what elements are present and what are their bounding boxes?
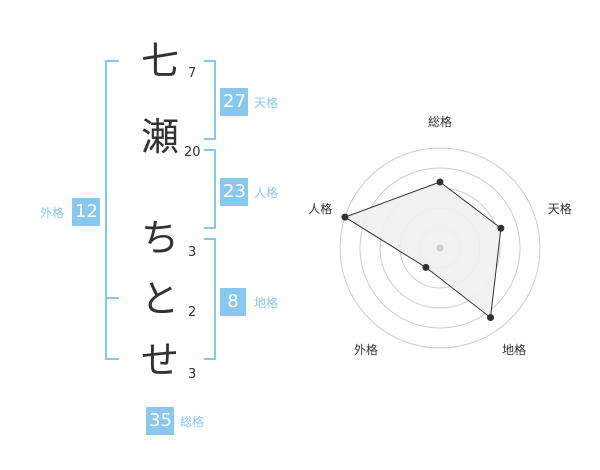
tenkaku-bracket <box>204 60 216 140</box>
gaikaku-bracket <box>105 60 119 360</box>
radar-point-2 <box>497 224 505 232</box>
stroke-count-3: 3 <box>188 245 197 260</box>
name-char-5: せ <box>140 338 179 382</box>
soukaku-label: 総格 <box>180 415 205 429</box>
radar-ring <box>339 147 541 349</box>
tenkaku-value: 27 <box>220 88 248 116</box>
name-char-2: 瀬 <box>140 115 179 159</box>
radar-center <box>436 244 444 252</box>
stroke-count-5: 3 <box>188 367 197 382</box>
radar-area <box>343 181 502 319</box>
tenkaku-label: 天格 <box>254 96 279 110</box>
radar-point-4 <box>422 263 430 271</box>
radar-axis-label-2: 天格 <box>548 201 572 216</box>
name-char-1: 七 <box>140 39 179 83</box>
radar-axis-label-4: 外格 <box>354 342 378 357</box>
name-char-4: と <box>140 277 179 321</box>
chikaku-value: 8 <box>220 288 246 316</box>
radar-point-1 <box>436 178 444 186</box>
name-char-3: ち <box>140 216 179 260</box>
gaikaku-bracket-mid <box>105 297 119 299</box>
chikaku-label: 地格 <box>254 296 279 310</box>
radar-ring <box>359 167 521 329</box>
gaikaku-label: 外格 <box>40 206 65 220</box>
radar-axis-label-1: 総格 <box>428 114 452 129</box>
radar-point-5 <box>341 213 349 221</box>
stroke-count-2: 20 <box>184 145 201 160</box>
gaikaku-value: 12 <box>72 198 100 226</box>
stroke-count-4: 2 <box>188 305 197 320</box>
radar-axis-label-5: 人格 <box>308 201 332 216</box>
jinkaku-value: 23 <box>220 178 248 206</box>
radar-axis-label-3: 地格 <box>502 342 526 357</box>
radar-point-3 <box>487 314 495 322</box>
jinkaku-label: 人格 <box>254 186 279 200</box>
soukaku-value: 35 <box>146 407 174 435</box>
radar-points <box>341 178 505 322</box>
jinkaku-bracket <box>204 149 216 229</box>
stroke-count-1: 7 <box>188 66 197 81</box>
chikaku-bracket <box>204 238 216 360</box>
